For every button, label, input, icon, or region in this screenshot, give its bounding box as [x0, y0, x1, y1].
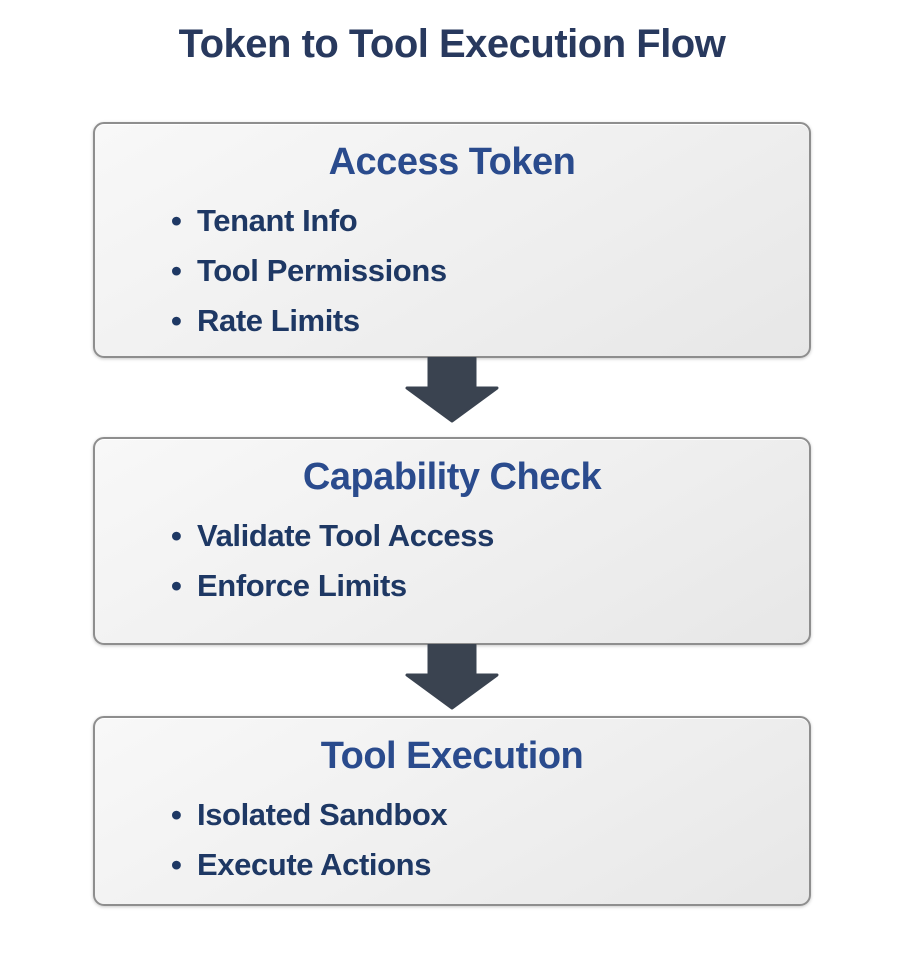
bullet-item: Tenant Info: [171, 196, 809, 246]
node-bullet-list: Tenant Info Tool Permissions Rate Limits: [95, 196, 809, 346]
down-arrow-icon: [405, 644, 499, 710]
node-bullet-list: Isolated Sandbox Execute Actions: [95, 790, 809, 890]
node-heading: Capability Check: [302, 456, 602, 498]
node-heading: Tool Execution: [320, 735, 584, 777]
diagram-title: Token to Tool Execution Flow: [178, 22, 726, 66]
node-heading: Access Token: [328, 141, 576, 183]
flow-column: Token to Tool Execution Flow Access Toke…: [0, 0, 904, 906]
bullet-item: Rate Limits: [171, 296, 809, 346]
node-bullet-list: Validate Tool Access Enforce Limits: [95, 511, 809, 611]
node-access-token: Access Token Tenant Info Tool Permission…: [93, 122, 811, 358]
bullet-item: Execute Actions: [171, 840, 809, 890]
bullet-item: Isolated Sandbox: [171, 790, 809, 840]
bullet-item: Validate Tool Access: [171, 511, 809, 561]
bullet-item: Tool Permissions: [171, 246, 809, 296]
connector-access-to-capability: [405, 357, 499, 437]
bullet-item: Enforce Limits: [171, 561, 809, 611]
down-arrow-icon: [405, 357, 499, 423]
connector-capability-to-execution: [405, 644, 499, 716]
node-capability-check: Capability Check Validate Tool Access En…: [93, 437, 811, 645]
node-tool-execution: Tool Execution Isolated Sandbox Execute …: [93, 716, 811, 906]
